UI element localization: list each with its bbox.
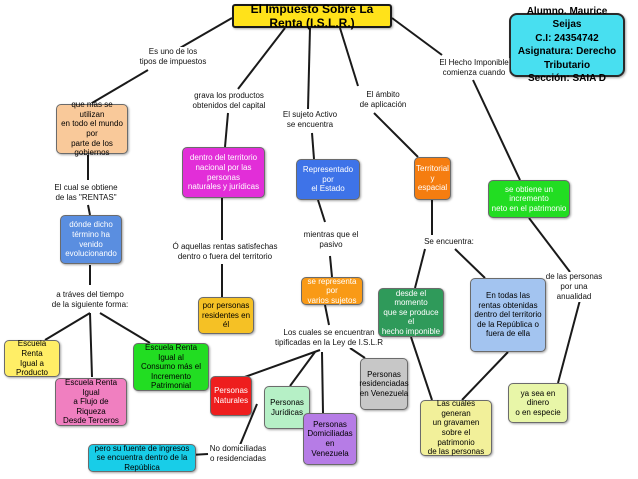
node-dinero-especie: ya sea en dinero o en especie [508,383,568,423]
node-dentro-territorio: dentro del territorio nacional por las p… [182,147,265,198]
title-box: El Impuesto Sobre La Renta (I.S.L.R.) [232,1,392,30]
label-se-encuentra: Se encuentra: [423,237,475,247]
label-grava-productos: grava los productos obtenidos del capita… [191,91,267,111]
node-en-todas-rentas: En todas las rentas obtenidas dentro del… [470,278,546,352]
node-mas-utilizan: que más se utilizan en todo el mundo por… [56,100,128,157]
label-mientras-pasivo: mientras que el pasivo [302,230,360,250]
node-representado-estado: Representado por el Estado [296,159,360,200]
label-ambito: El ámbito de aplicación [358,90,408,110]
student-name: Alumno. Maurice Seijas [526,5,608,31]
student-info-box: Alumno. Maurice Seijas C.I: 24354742 Asi… [509,6,625,84]
node-escuela-producto: Escuela Renta Igual a Producto [4,339,60,377]
student-section: Sección: SAIA D [528,73,606,84]
node-donde-dicho: dónde dicho término ha venido evoluciona… [60,215,122,264]
node-cuales-generan: Las cuales generan un gravamen sobre el … [420,399,492,456]
label-personas-anualidad: de las personas por una anualidad [542,272,606,302]
student-subject: Asignatura: Derecho Tributario [517,46,617,71]
label-aquellas-rentas: Ó aquellas rentas satisfechas dentro o f… [171,242,279,262]
node-varios-sujetos: se representa por varios sujetos [301,277,363,305]
node-fuente-ingresos: pero su fuente de ingresos se encuentra … [88,444,196,472]
node-personas-naturales: Personas Naturales [210,376,252,416]
student-id: C.I: 24354742 [535,32,599,44]
label-cual-obtiene: El cual se obtiene de las "RENTAS" [53,183,119,203]
node-escuela-consumo: Escuela Renta Igual al Consumo más el In… [133,343,209,391]
node-incremento-neto: se obtiene un incremento neto en el patr… [488,180,570,218]
label-cuales-tipificadas: Los cuales se encuentran tipificadas en … [273,328,385,348]
node-territorial: Territorial y espacial [414,157,451,200]
label-traves-tiempo: a tráves del tiempo de la siguiente form… [50,290,130,310]
label-hecho-imponible: El Hecho Imponible comienza cuando [438,58,510,78]
node-personas-domiciliadas: Personas Domiciliadas en Venezuela [303,413,357,465]
node-escuela-flujo: Escuela Renta Igual a Flujo de Riqueza D… [55,378,127,426]
label-no-domiciliadas: No domiciliadas o residenciadas [208,444,268,464]
node-personas-juridicas: Personas Jurídicas [264,386,310,429]
node-por-personas-residentes: por personas residentes en él [198,297,254,334]
page-title: El Impuesto Sobre La Renta (I.S.L.R.) [250,1,374,30]
label-uno-de-los: Es uno de los tipos de impuestos [138,47,208,67]
label-sujeto-activo: El sujeto Activo se encuentra [281,110,339,130]
node-personas-residenciadas: Personas residenciadas en Venezuela [359,358,409,410]
node-desde-momento: desde el momento que se produce el hecho… [378,288,444,337]
